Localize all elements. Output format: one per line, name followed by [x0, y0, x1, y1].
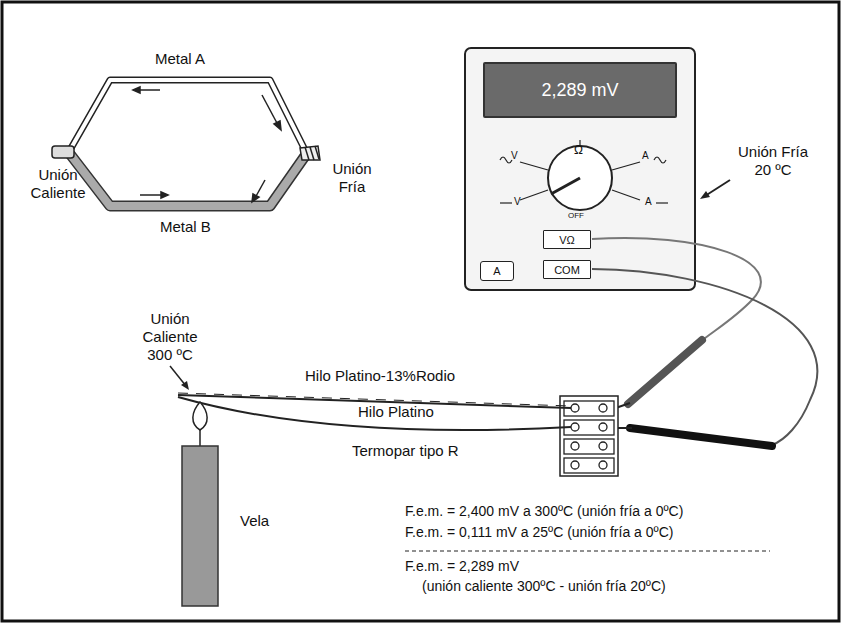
dial-symbol: V [514, 196, 521, 208]
dial-symbol: Ω [574, 143, 583, 157]
volt-ohm-jack: VΩ [543, 230, 591, 249]
emf-result: F.e.m. = 2,289 mV [405, 558, 519, 575]
metal-name: Metal A [155, 50, 205, 68]
node-text: VΩ [559, 234, 575, 246]
dial-symbol: A [642, 150, 649, 162]
junction-name: Unión Caliente [18, 166, 98, 202]
meter-display: 2,289 mV [483, 62, 677, 118]
hot-junction-label: Unión Caliente 300 ºC [128, 310, 212, 364]
amp-jack: A [480, 261, 514, 281]
emf-note: (unión caliente 300ºC - unión fría 20ºC) [422, 578, 666, 595]
thermocouple-type: Termopar tipo R [352, 442, 459, 460]
wire-name: Hilo Platino [358, 403, 434, 421]
wire-name: Hilo Platino-13%Rodio [305, 367, 455, 385]
node-text: COM [554, 264, 580, 276]
cold-junction-label: Unión Fría 20 ºC [728, 143, 818, 179]
emf-equation: F.e.m. = 0,111 mV a 25ºC (unión fría a 0… [405, 524, 673, 541]
dial-symbol: A [645, 196, 652, 208]
node-text: A [493, 265, 500, 277]
emf-equation: F.e.m. = 2,400 mV a 300ºC (unión fría a … [405, 503, 683, 520]
common-jack: COM [543, 260, 591, 279]
junction-name: Unión Fría [322, 160, 382, 196]
candle-label: Vela [240, 512, 269, 530]
dial-symbol: V [511, 150, 518, 162]
metal-name: Metal B [160, 218, 211, 236]
node-text: 2,289 mV [541, 80, 618, 101]
dial-symbol: OFF [568, 211, 584, 221]
